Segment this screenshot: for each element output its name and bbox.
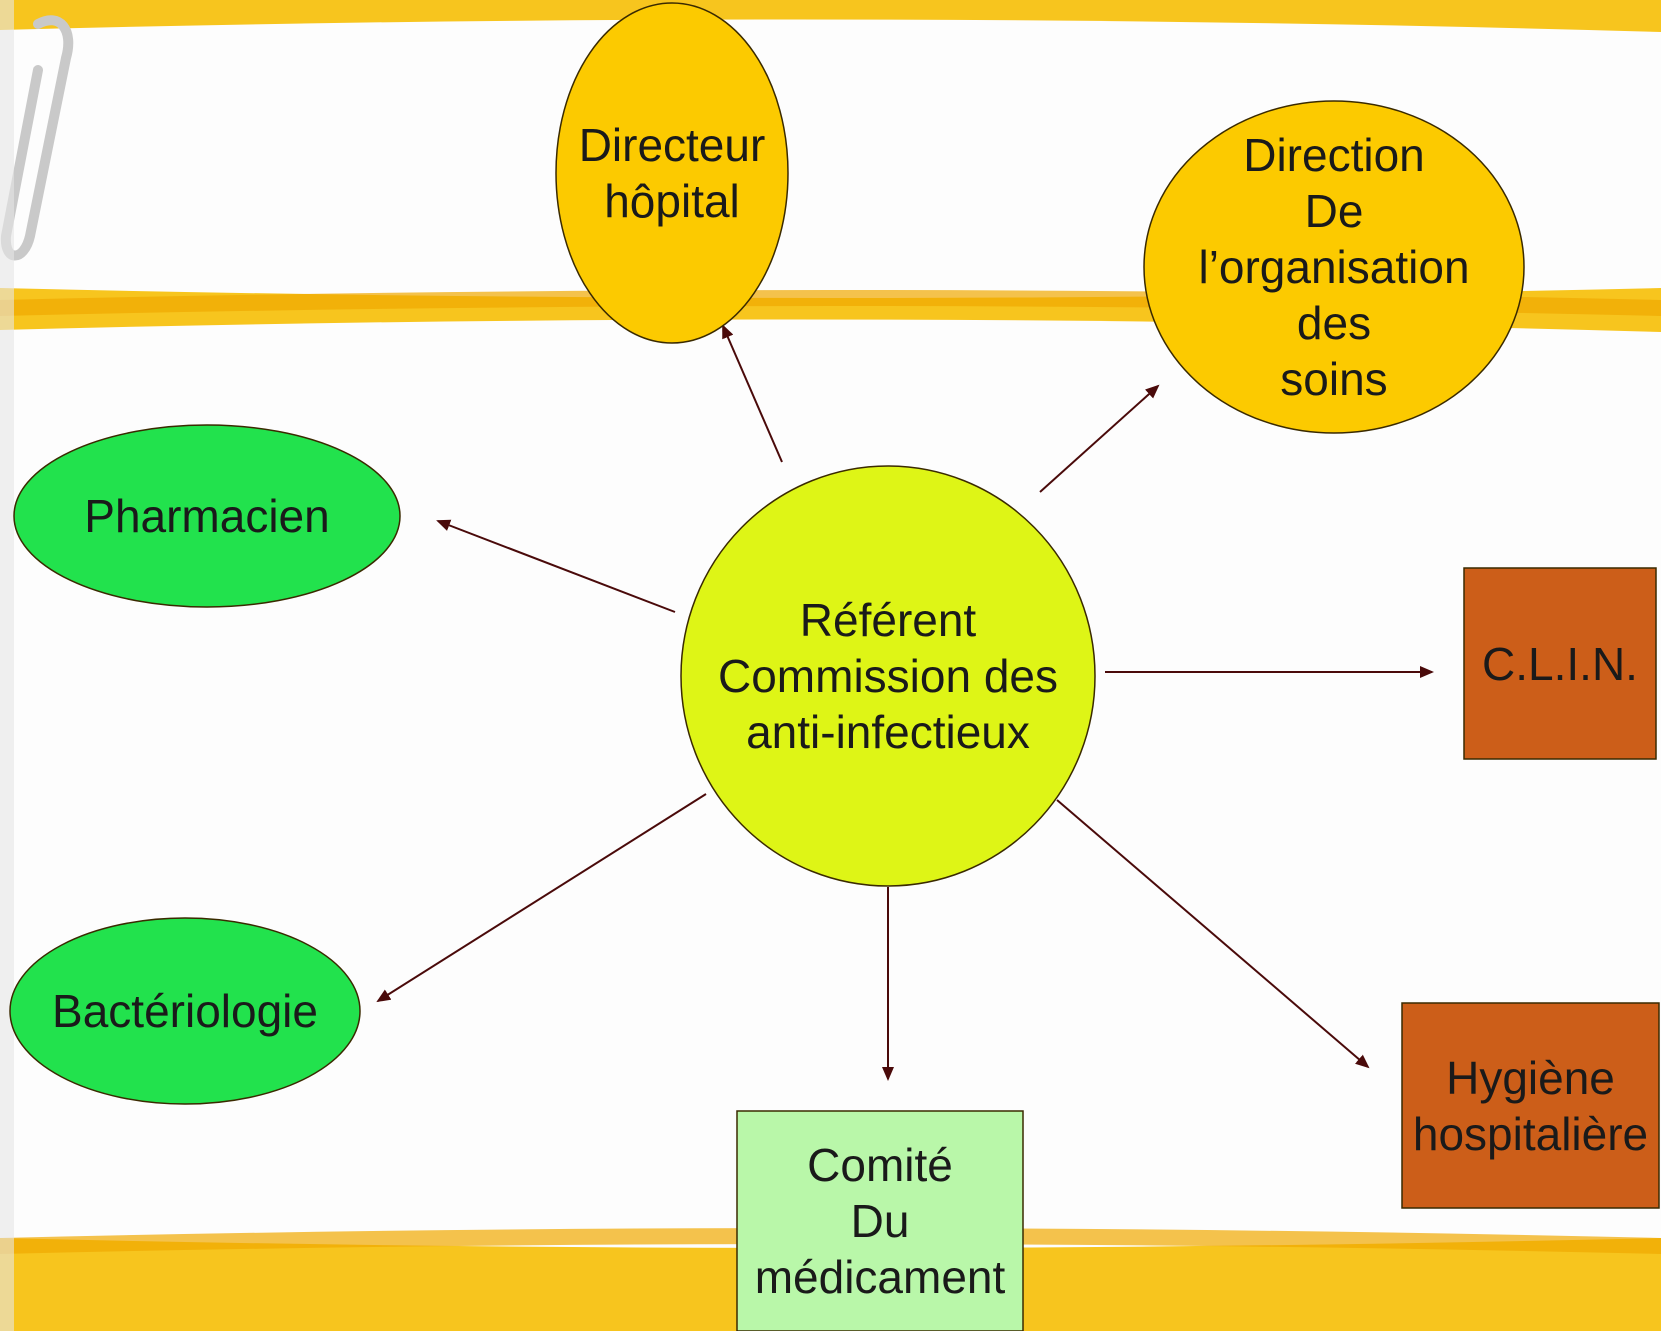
arrow-center-to-hygiene-hospitaliere — [1056, 799, 1370, 1069]
arrow-center-to-directeur-hopital — [722, 324, 783, 463]
node-direction-soins-shape — [1143, 100, 1525, 434]
node-clin-label-line: C.L.I.N. — [1482, 637, 1638, 690]
node-directeur-hopital-label-line: hôpital — [604, 175, 740, 227]
node-hygiene-hospitaliere-label-line: hospitalière — [1412, 1107, 1649, 1160]
node-center-shape — [680, 465, 1096, 887]
node-pharmacien-label-line: Pharmacien — [84, 490, 330, 542]
node-comite-medicament-label-line: médicament — [754, 1251, 1006, 1303]
node-bacteriologie-shape — [9, 917, 361, 1105]
arrow-center-to-bacteriologie — [376, 793, 707, 1003]
node-direction-soins-label-line: soins — [1280, 353, 1388, 405]
node-center-label-line: anti-infectieux — [746, 706, 1030, 758]
node-center-label-line: Référent — [799, 594, 977, 646]
node-pharmacien-shape — [13, 424, 401, 608]
node-comite-medicament-label-line: Du — [850, 1195, 910, 1247]
arrow-center-to-pharmacien — [436, 519, 676, 613]
node-bacteriologie-label-line: Bactériologie — [52, 985, 318, 1037]
node-hygiene-hospitaliere-shape — [1401, 1002, 1660, 1209]
node-bacteriologie: Bactériologie — [10, 918, 360, 1104]
node-clin: C.L.I.N. — [1464, 568, 1656, 759]
node-comite-medicament-label-line: Comité — [807, 1139, 953, 1191]
connector-layer — [376, 324, 1434, 1081]
arrow-center-to-direction-soins — [1039, 384, 1160, 493]
node-clin-shape — [1463, 567, 1657, 760]
node-direction-soins-label-line: De — [1304, 185, 1364, 237]
node-comite-medicament-shape — [736, 1110, 1024, 1331]
node-center-label-line: Commission des — [718, 650, 1058, 702]
node-directeur-hopital-label-line: Directeur — [578, 119, 766, 171]
page-shadow — [0, 0, 14, 1331]
node-direction-soins-label-line: Direction — [1243, 129, 1425, 181]
node-direction-soins-label-line: l’organisation — [1198, 241, 1470, 293]
node-hygiene-hospitaliere-label-line: Hygiène — [1446, 1051, 1615, 1104]
node-direction-soins-label-line: des — [1296, 297, 1372, 349]
node-layer — [9, 2, 1660, 1331]
node-directeur-hopital-shape — [555, 2, 789, 344]
node-pharmacien: Pharmacien — [14, 425, 400, 607]
